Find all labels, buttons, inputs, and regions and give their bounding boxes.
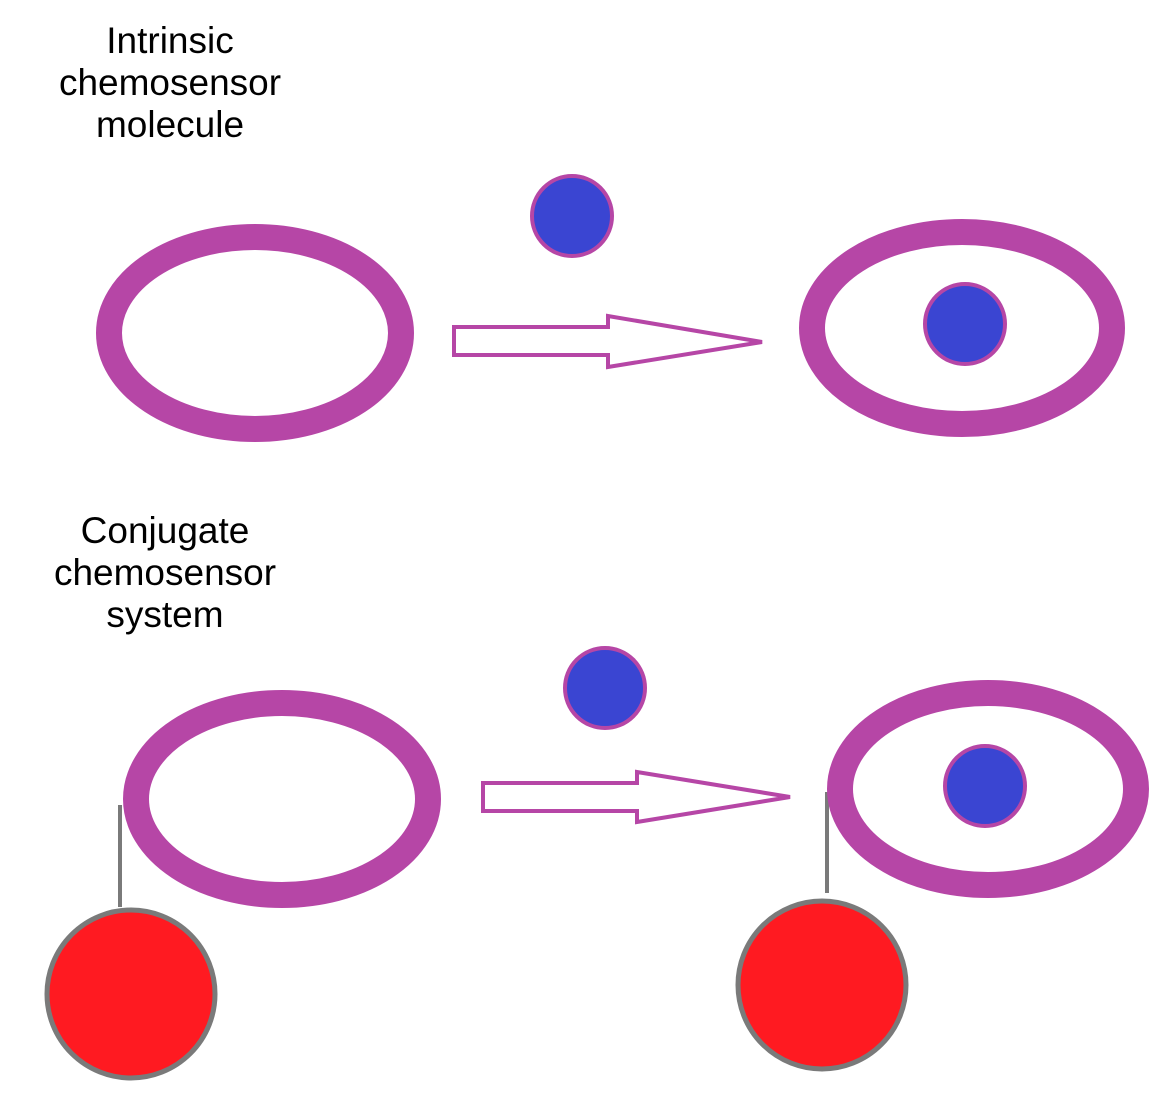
fluorophore-bottom-left xyxy=(44,907,218,1081)
conjugate-label-line-2: chemosensor xyxy=(53,552,277,593)
conjugate-chemosensor-label: Conjugate chemosensor system xyxy=(5,510,325,636)
receptor-ring-bottom-left xyxy=(123,690,441,908)
conjugate-label-line-3: system xyxy=(106,594,224,635)
receptor-ring-bottom-right xyxy=(827,680,1149,898)
reaction-arrow-top xyxy=(452,313,763,370)
intrinsic-label-line-3: molecule xyxy=(95,104,245,145)
receptor-ring-top-right xyxy=(799,219,1125,437)
receptor-ring-top-left xyxy=(96,224,414,442)
intrinsic-chemosensor-label: Intrinsic chemosensor molecule xyxy=(10,20,330,146)
analyte-ion-bottom-free xyxy=(563,646,647,730)
conjugate-label-line-1: Conjugate xyxy=(80,510,250,551)
analyte-ion-bottom-bound xyxy=(943,744,1027,828)
analyte-ion-top-free xyxy=(530,174,614,258)
intrinsic-label-line-2: chemosensor xyxy=(58,62,282,103)
intrinsic-label-line-1: Intrinsic xyxy=(106,20,234,61)
fluorophore-bottom-right xyxy=(735,898,909,1072)
analyte-ion-top-bound xyxy=(923,282,1007,366)
reaction-arrow-bottom xyxy=(481,769,791,825)
